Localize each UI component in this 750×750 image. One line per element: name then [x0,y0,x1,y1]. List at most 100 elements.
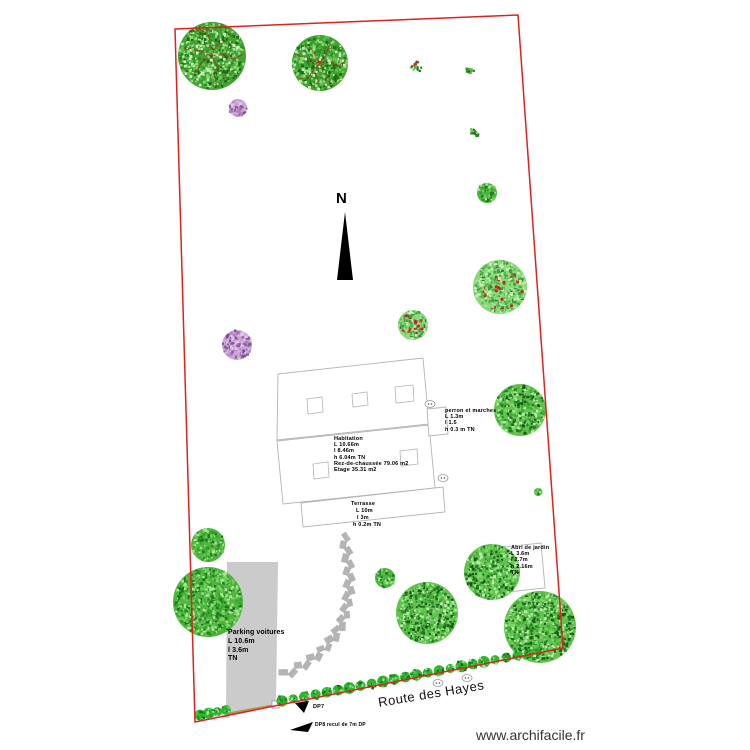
tree-plain [533,488,543,496]
tree-plain [173,567,243,637]
tree-darkmix [494,384,546,436]
building-house [276,357,449,528]
skylight-window [351,391,369,408]
paving-stone [339,602,350,614]
terrasse-label: Terrasse L 10m l 3m h 0.2m TN [351,501,381,529]
dp7-label: DP7 [313,704,325,710]
tree-purple [228,99,248,117]
hedge-bush [410,669,423,682]
tree-plain [375,568,395,589]
watermark-text: www.archifacile.fr [476,727,585,743]
hedge-bush [478,656,490,669]
tree-sprig [410,60,423,72]
hedge-bush [490,655,500,665]
parking-label-line: Parking voitures [228,629,285,636]
perron-steps-block [426,406,449,437]
tree-branchy [178,22,246,90]
terrasse-label-line: h 0.2m TN [353,522,382,528]
tree-purple [222,329,252,360]
habitation-label-line: L 10.66m [334,442,360,449]
survey-point-markers [424,400,473,687]
perron-label-line: perron et marches [445,408,497,414]
trees-layer [173,22,576,663]
shed-label: Abri de jardin L 3.6m l 2.7m h 2.16m TN [511,545,549,576]
perron-label-line: l 1.5 [445,420,457,427]
tree-fruit [473,259,527,314]
perron-label-line: L 1.3m [445,414,464,421]
terrasse-label-line: l 3m [357,515,369,521]
north-label: N [336,190,347,207]
hedge-bush [501,652,512,663]
dp8-label: DP8 recul de 7m DP [315,722,366,728]
skylight-window [394,384,415,404]
paving-stone [335,613,346,625]
paving-stone [287,667,299,679]
paving-stone [332,632,341,643]
window [312,461,330,480]
survey-point-icon [437,474,449,482]
hedge-bush [433,665,445,677]
paving-stone [323,634,335,645]
terrasse-label-line: L 10m [356,508,373,514]
paving-stone [339,540,348,550]
dp8-arrow-icon [290,722,313,732]
paving-stone [313,651,324,662]
parking-label-line: L 10.6m [228,637,255,645]
survey-point-icon [461,674,473,682]
shed-label-line: TN [511,569,519,576]
hedge-bush [221,704,231,715]
shed-label-line: L 3.6m [511,551,530,558]
tree-plain [191,528,225,562]
habitation-label-line: l 8.46m [334,448,355,455]
paving-stone [305,653,316,662]
paving-stone [343,610,351,619]
paving-stone [346,598,354,608]
hedge-bush [212,707,222,717]
terrace-block [300,486,446,528]
parking-label-line: l 3.6m [228,646,249,654]
shed-label-line: h 2.16m [511,563,533,570]
north-arrow-icon [337,212,353,280]
paving-stone [340,552,350,564]
parking-edge-wall [225,703,277,716]
dp7-arrow-icon [295,701,309,713]
paving-stone [343,545,354,557]
perron-label-line: h 0.3 m TN [445,426,475,433]
habitation-label-line: h 6.04m TN [334,454,366,461]
tree-plain [477,183,497,203]
property-boundary [174,14,564,723]
habitation-label-line: Habitation [334,436,363,442]
terrasse-label-line: Terrasse [351,501,376,507]
paving-stone [330,624,342,635]
paving-stone [340,531,351,543]
parking-label-line: TN [228,655,238,663]
stone-path [278,531,356,679]
tree-sprig [470,128,480,138]
paving-stone [324,642,333,652]
paving-stone [342,578,352,590]
tree-sprig [465,67,475,75]
paving-stone [315,644,326,653]
survey-point-icon [424,400,436,408]
habitation-label-line: Etage 35.31 m2 [334,467,377,474]
parking-label: Parking voitures L 10.6m l 3.6m TN [228,629,284,664]
paving-stone [278,669,288,676]
survey-point-icon [432,679,444,687]
habitation-label: Habitation L 10.66m l 8.46m h 6.04m TN R… [334,436,409,473]
paving-stone [345,559,356,570]
hedge-bush [467,658,478,670]
paving-stone [341,590,352,602]
paving-stone [346,572,356,583]
skylight-window [306,396,324,415]
tree-branchy [292,35,348,91]
paving-stone [301,659,312,671]
tree-darkmix [396,582,458,644]
hedge-bush [194,709,206,721]
shed-label-line: l 2.7m [511,557,528,564]
paving-stone [342,566,352,577]
hedge-bush [455,660,468,673]
perron-label: perron et marches L 1.3m l 1.5 h 0.3 m T… [445,408,496,433]
tree-fruit [398,310,428,341]
